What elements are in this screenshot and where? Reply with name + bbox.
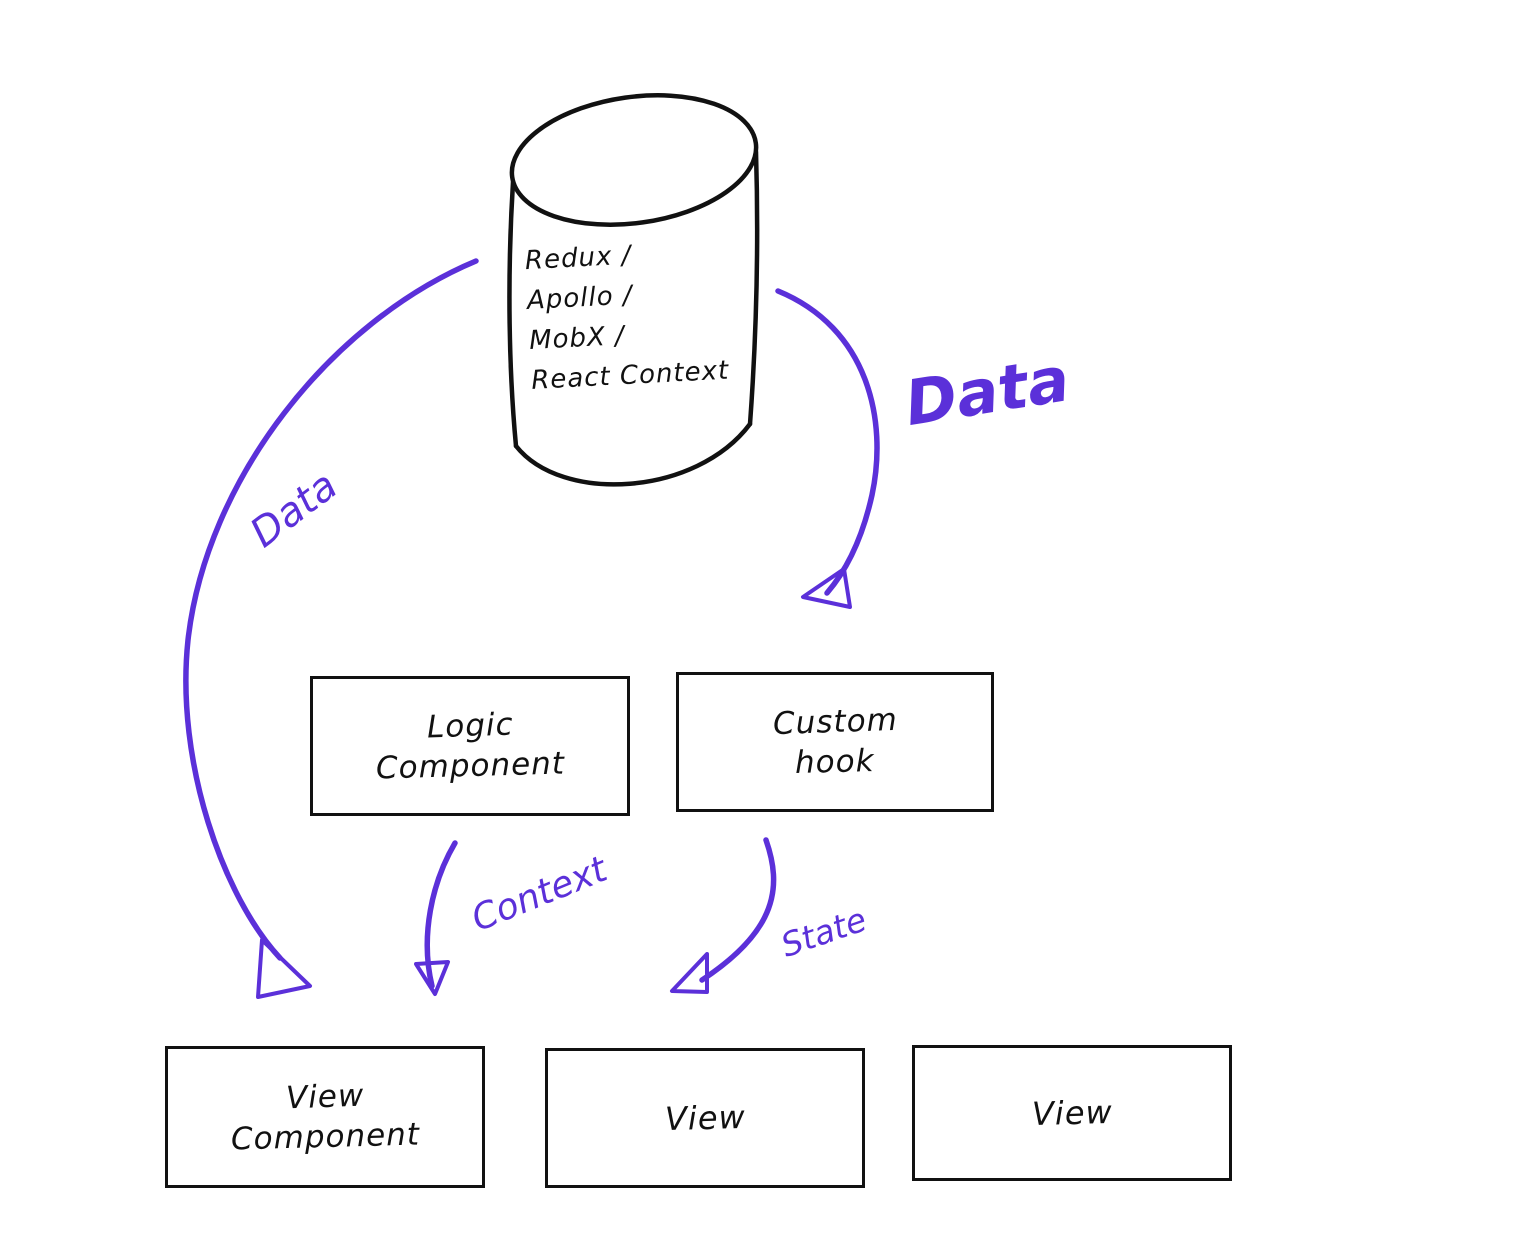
node-view-left-label: View — [664, 1097, 746, 1139]
node-custom-hook-line2: hook — [794, 742, 876, 782]
edge-label-data-left: Data — [242, 462, 346, 557]
node-logic-component-line1: Logic — [426, 706, 514, 746]
node-view-right: View — [912, 1045, 1232, 1181]
arrow-data-right — [775, 288, 880, 609]
node-view-left: View — [545, 1048, 865, 1188]
arrow-context — [414, 840, 458, 996]
node-custom-hook-line1: Custom — [772, 701, 898, 743]
store-line-2: Apollo / — [526, 280, 634, 317]
node-view-right-label: View — [1031, 1092, 1113, 1134]
node-view-component: View Component — [165, 1046, 485, 1188]
edge-label-state: State — [776, 899, 872, 965]
node-logic-component: Logic Component — [310, 676, 630, 816]
store-line-1: Redux / — [524, 240, 633, 277]
store-line-3: MobX / — [528, 321, 626, 356]
arrow-data-left — [183, 258, 479, 999]
edge-label-context: Context — [466, 848, 613, 941]
store-line-4: React Context — [530, 355, 730, 396]
node-view-component-line1: View — [285, 1077, 365, 1117]
node-custom-hook: Custom hook — [676, 672, 994, 812]
node-view-component-line2: Component — [230, 1116, 420, 1158]
edge-label-data-right: Data — [900, 342, 1075, 441]
store-label: Redux / Apollo / MobX / React Context — [524, 234, 762, 396]
arrow-state — [670, 837, 777, 994]
node-logic-component-line2: Component — [375, 745, 565, 787]
